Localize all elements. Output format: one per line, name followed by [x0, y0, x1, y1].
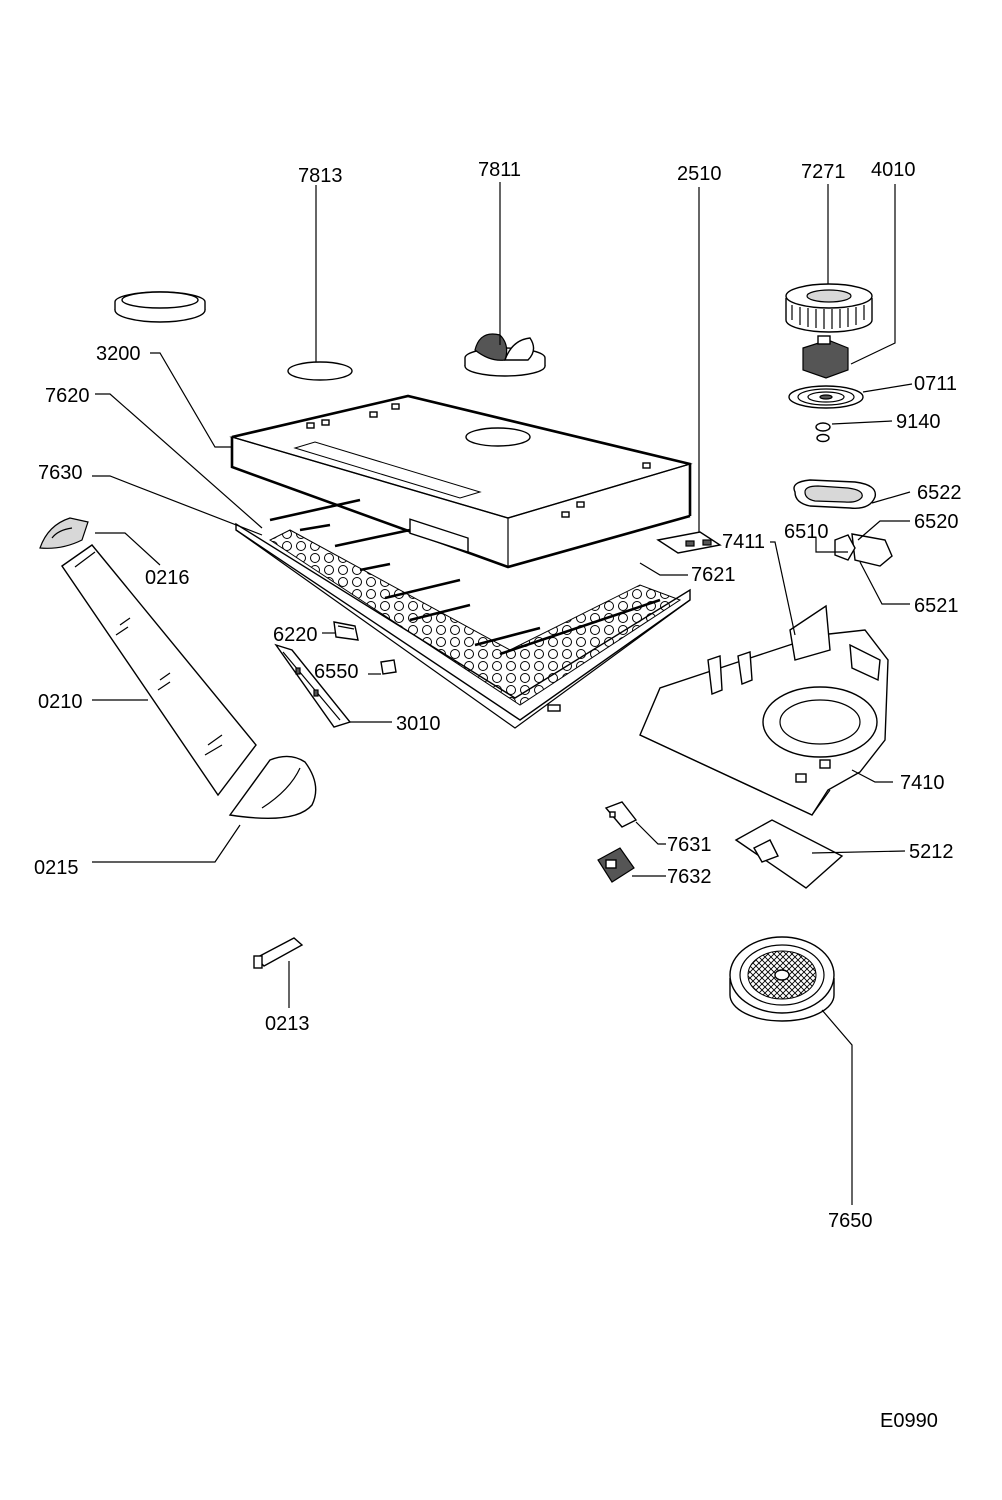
label-0711: 0711	[914, 373, 957, 395]
label-3200: 3200	[96, 343, 141, 365]
filter-frame-part	[269, 498, 722, 656]
label-7621: 7621	[691, 564, 736, 586]
label-0210: 0210	[38, 691, 83, 713]
label-5212: 5212	[909, 841, 954, 863]
carbon-filter-part	[729, 936, 853, 1205]
label-6220: 6220	[273, 624, 318, 646]
grease-filter-part	[92, 393, 691, 729]
label-7410: 7410	[900, 772, 945, 794]
label-3010: 3010	[396, 713, 441, 735]
control-switch-parts	[274, 621, 397, 728]
diagram-code: E0990	[880, 1410, 938, 1432]
label-7650: 7650	[828, 1210, 873, 1232]
label-0216: 0216	[145, 567, 190, 589]
label-7631: 7631	[667, 834, 712, 856]
fan-housing-part	[639, 541, 893, 816]
label-2510: 2510	[677, 163, 722, 185]
label-0215: 0215	[34, 857, 79, 879]
label-4010: 4010	[871, 159, 916, 181]
visor-glass-parts	[39, 517, 317, 1008]
label-6522: 6522	[917, 482, 962, 504]
label-7811: 7811	[478, 159, 521, 181]
label-6550: 6550	[314, 661, 359, 683]
label-6520: 6520	[914, 511, 959, 533]
hood-body-part	[150, 352, 693, 569]
label-6521: 6521	[914, 595, 959, 617]
motor-stack-part	[785, 184, 913, 443]
label-0213: 0213	[265, 1013, 310, 1035]
label-6510: 6510	[784, 521, 829, 543]
label-7411: 7411	[722, 531, 765, 553]
label-7632: 7632	[667, 866, 712, 888]
label-7813: 7813	[298, 165, 343, 187]
label-7271: 7271	[801, 161, 846, 183]
flap-collar-part	[464, 182, 546, 377]
collar-ring-part	[114, 291, 206, 323]
label-7620: 7620	[45, 385, 90, 407]
label-9140: 9140	[896, 411, 941, 433]
label-7630: 7630	[38, 462, 83, 484]
lamp-assembly-part	[793, 479, 911, 605]
small-bracket-parts	[597, 801, 906, 889]
cover-disc-part	[287, 185, 353, 381]
